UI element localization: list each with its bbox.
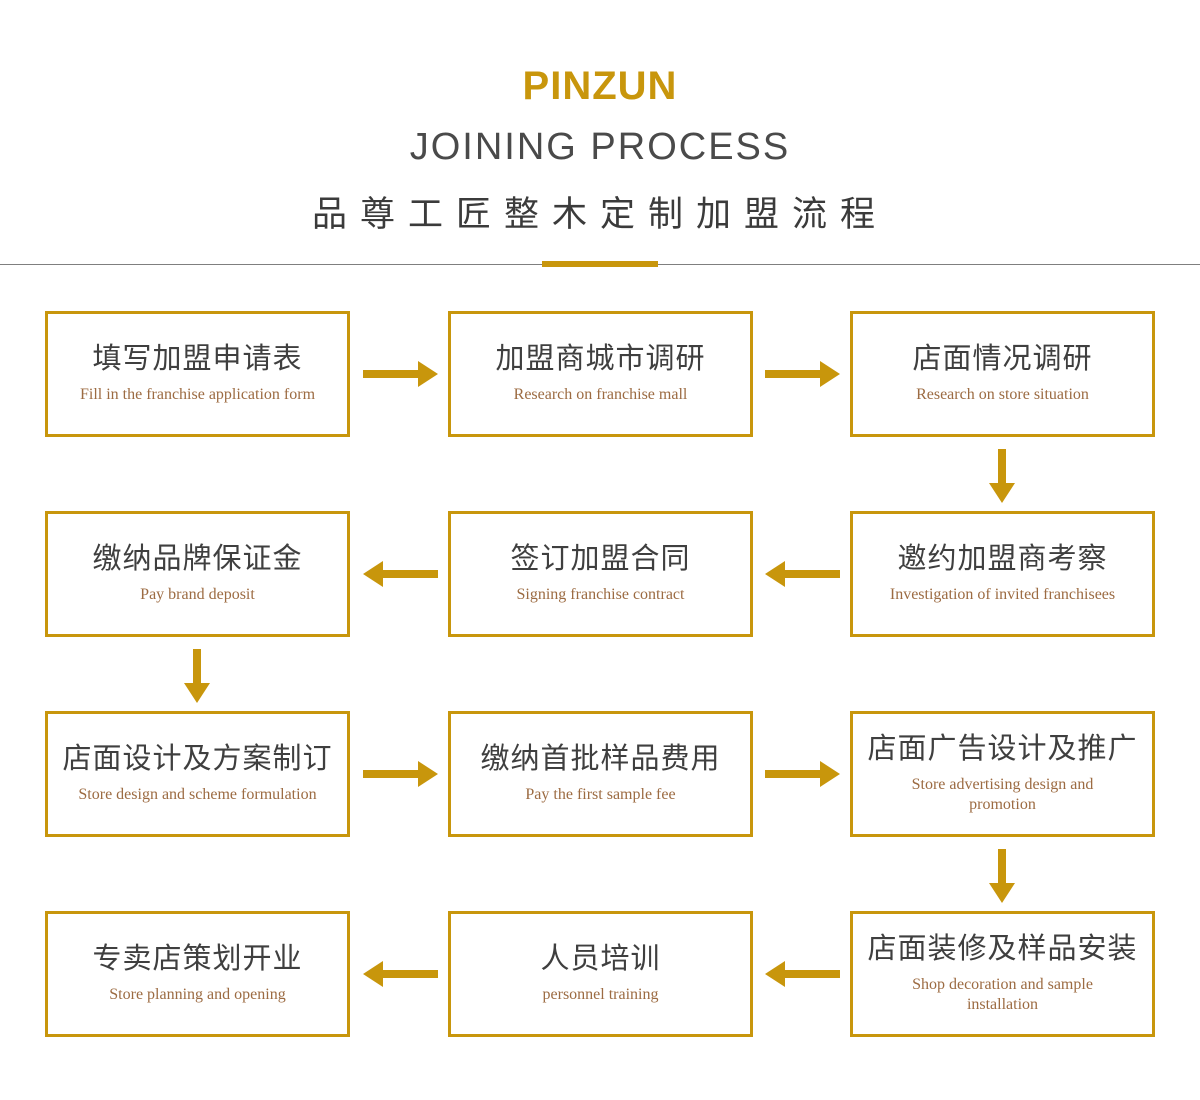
flow-step-store-opening: 专卖店策划开业 Store planning and opening (45, 911, 350, 1037)
step-title-zh: 邀约加盟商考察 (897, 542, 1108, 575)
step-title-zh: 缴纳首批样品费用 (480, 742, 721, 775)
flow-step-personnel-training: 人员培训 personnel training (448, 911, 753, 1037)
arrow-down-icon (184, 649, 210, 703)
step-title-zh: 签订加盟合同 (510, 542, 691, 575)
flow-step-store-research: 店面情况调研 Research on store situation (850, 311, 1155, 437)
step-subtitle-en: Store planning and opening (109, 986, 286, 1004)
arrow-right-icon (363, 361, 438, 387)
flow-step-sample-fee: 缴纳首批样品费用 Pay the first sample fee (448, 711, 753, 837)
step-title-zh: 缴纳品牌保证金 (92, 542, 303, 575)
flow-step-ad-design: 店面广告设计及推广 Store advertising design and p… (850, 711, 1155, 837)
step-subtitle-en: Signing franchise contract (516, 586, 685, 604)
arrow-right-icon (363, 761, 438, 787)
page-title-zh: 品尊工匠整木定制加盟流程 (311, 195, 888, 234)
step-subtitle-en: Fill in the franchise application form (79, 386, 316, 404)
arrow-down-icon (989, 449, 1015, 503)
step-title-zh: 店面设计及方案制订 (62, 742, 333, 775)
flow-step-brand-deposit: 缴纳品牌保证金 Pay brand deposit (45, 511, 350, 637)
step-title-zh: 店面广告设计及推广 (867, 732, 1138, 765)
step-subtitle-en: Research on franchise mall (513, 386, 688, 404)
flow-step-city-research: 加盟商城市调研 Research on franchise mall (448, 311, 753, 437)
arrow-left-icon (363, 961, 438, 987)
step-title-zh: 加盟商城市调研 (495, 342, 706, 375)
step-title-zh: 店面情况调研 (912, 342, 1093, 375)
flow-step-decoration-installation: 店面装修及样品安装 Shop decoration and sample ins… (850, 911, 1155, 1037)
step-subtitle-en: Store advertising design and promotion (911, 776, 1094, 814)
step-subtitle-en: Investigation of invited franchisees (889, 586, 1116, 604)
arrow-left-icon (765, 561, 840, 587)
step-subtitle-en: personnel training (542, 986, 659, 1004)
step-subtitle-en: Pay the first sample fee (525, 786, 676, 804)
flow-step-store-design: 店面设计及方案制订 Store design and scheme formul… (45, 711, 350, 837)
arrow-left-icon (765, 961, 840, 987)
step-title-zh: 填写加盟申请表 (92, 342, 303, 375)
step-subtitle-en: Pay brand deposit (140, 586, 255, 604)
flow-step-invite-investigation: 邀约加盟商考察 Investigation of invited franchi… (850, 511, 1155, 637)
arrow-down-icon (989, 849, 1015, 903)
brand-title: PINZUN (522, 64, 678, 108)
flow-step-sign-contract: 签订加盟合同 Signing franchise contract (448, 511, 753, 637)
arrow-left-icon (363, 561, 438, 587)
step-title-zh: 专卖店策划开业 (92, 942, 303, 975)
step-subtitle-en: Research on store situation (916, 386, 1089, 404)
step-subtitle-en: Shop decoration and sample installation (912, 976, 1093, 1014)
step-subtitle-en: Store design and scheme formulation (78, 786, 317, 804)
step-title-zh: 人员培训 (540, 942, 661, 975)
arrow-right-icon (765, 361, 840, 387)
flow-step-fill-application: 填写加盟申请表 Fill in the franchise applicatio… (45, 311, 350, 437)
process-subtitle: JOINING PROCESS (409, 126, 791, 168)
step-title-zh: 店面装修及样品安装 (867, 932, 1138, 965)
arrow-right-icon (765, 761, 840, 787)
divider-accent-bar (542, 261, 658, 267)
